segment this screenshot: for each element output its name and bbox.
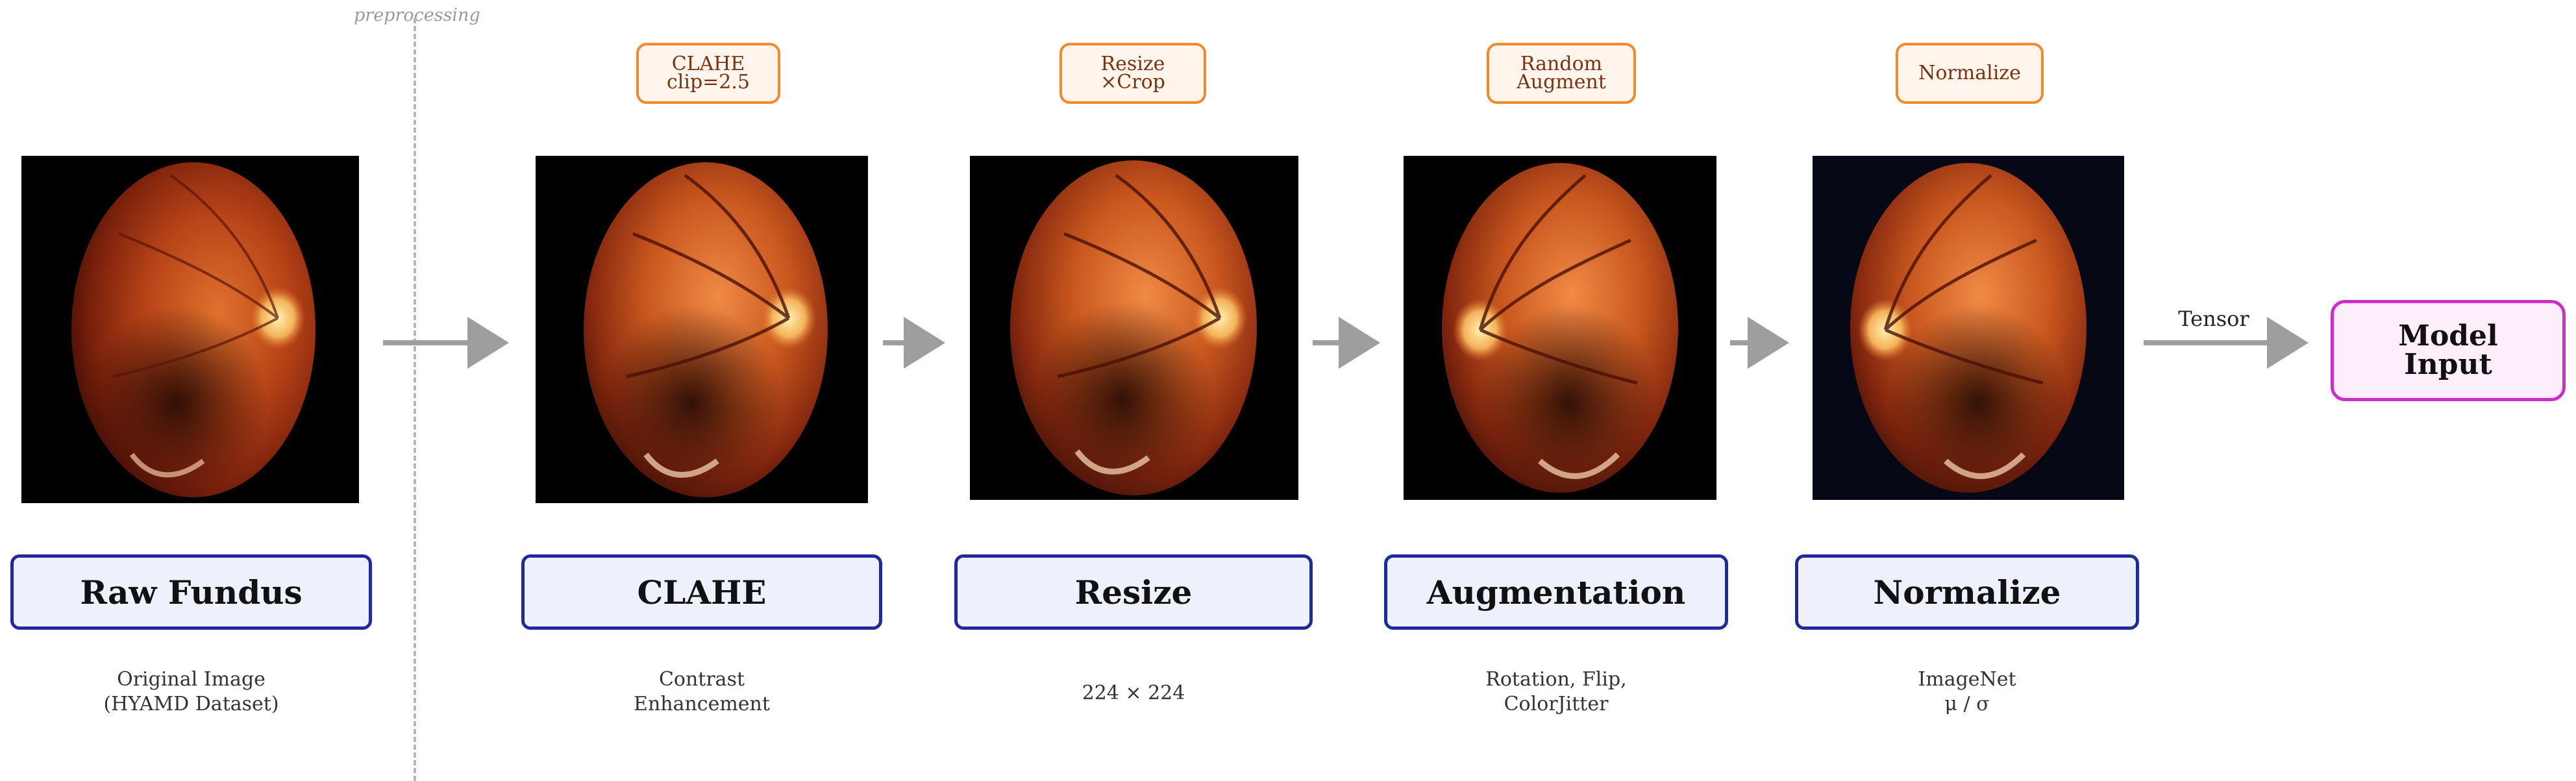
caption-line: ImageNet [1918,668,2016,691]
caption-raw: Original Image (HYAMD Dataset) [10,667,372,717]
param-line: clip=2.5 [666,71,750,93]
stage-box-resize: Resize [954,554,1313,630]
param-box-resize: Resize ×Crop [1059,43,1206,104]
fundus-image-resize [970,156,1298,500]
model-input-box: Model Input [2331,300,2566,401]
stage-title: Raw Fundus [80,573,303,612]
param-line: ×Crop [1100,71,1165,93]
caption-line: Enhancement [634,693,770,715]
preprocessing-divider [414,18,416,781]
fundus-image-augmentation [1404,156,1716,500]
caption-augmentation: Rotation, Flip, ColorJitter [1384,667,1728,717]
section-label-preprocessing: preprocessing [354,5,480,25]
caption-clahe: Contrast Enhancement [521,667,882,717]
stage-title: CLAHE [637,573,767,612]
caption-line: (HYAMD Dataset) [103,693,279,715]
param-line: Augment [1517,71,1606,93]
stage-title: Normalize [1873,573,2061,612]
stage-box-raw: Raw Fundus [10,554,372,630]
param-line: CLAHE [671,53,745,75]
param-box-clahe: CLAHE clip=2.5 [636,43,780,104]
stage-box-clahe: CLAHE [521,554,882,630]
caption-normalize: ImageNet μ / σ [1795,667,2139,717]
model-input-line1: Model [2398,319,2498,353]
param-line: Random [1520,53,1603,75]
caption-line: Rotation, Flip, [1485,668,1627,691]
tensor-edge-label: Tensor [2178,306,2249,331]
param-line: Resize [1100,53,1165,75]
fundus-image-clahe [536,156,868,503]
stage-title: Resize [1074,573,1193,612]
fundus-image-normalize [1813,156,2124,500]
stage-box-augmentation: Augmentation [1384,554,1728,630]
caption-line: Contrast [658,668,745,691]
fundus-image-raw [21,156,359,503]
caption-line: ColorJitter [1504,693,1609,715]
caption-line: Original Image [117,668,266,691]
model-input-line2: Input [2404,348,2492,381]
param-box-augment: Random Augment [1487,43,1636,104]
caption-line: 224 × 224 [1082,682,1185,704]
param-line: Normalize [1918,62,2021,84]
caption-line: μ / σ [1944,693,1990,715]
stage-title: Augmentation [1426,573,1686,612]
caption-resize: 224 × 224 [954,681,1313,706]
stage-box-normalize: Normalize [1795,554,2139,630]
param-box-normalize: Normalize [1896,43,2044,104]
